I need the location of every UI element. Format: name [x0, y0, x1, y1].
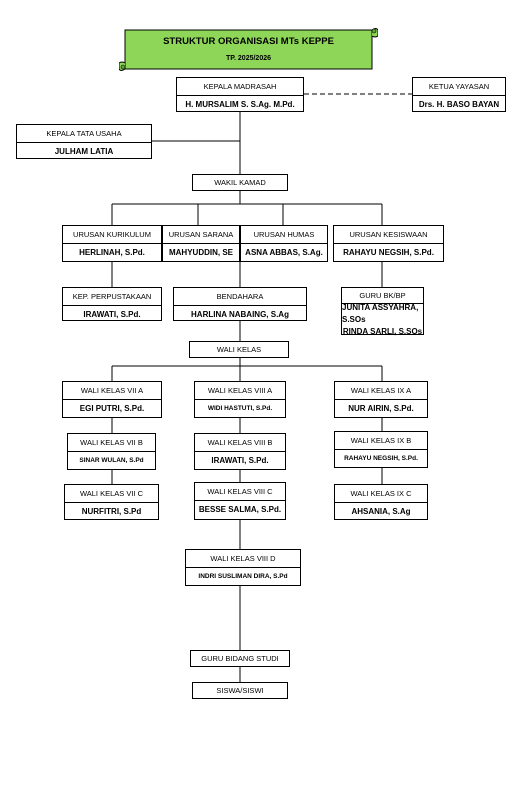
wali-vii-b-role: WALI KELAS VII B	[68, 434, 155, 452]
bendahara-box: BENDAHARA HARLINA NABAING, S.Ag	[173, 287, 307, 321]
wali-vii-b-name: SINAR WULAN, S.Pd	[79, 457, 144, 464]
wali-viii-a-box: WALI KELAS VIII A WIDI HASTUTI, S.Pd.	[194, 381, 286, 418]
guru-bk-role: GURU BK/BP	[342, 288, 423, 304]
wali-viii-b-role: WALI KELAS VIII B	[195, 434, 285, 452]
urusan-kesiswaan-role: URUSAN KESISWAAN	[334, 226, 443, 244]
wali-vii-c-box: WALI KELAS VII C NURFITRI, S.Pd	[64, 484, 159, 520]
ketua-yayasan-box: KETUA YAYASAN Drs. H. BASO BAYAN	[412, 77, 506, 112]
ketua-yayasan-role: KETUA YAYASAN	[413, 78, 505, 96]
wali-viii-c-name: BESSE SALMA, S.Pd.	[198, 505, 282, 514]
kepala-tata-usaha-box: KEPALA TATA USAHA JULHAM LATIA	[16, 124, 152, 159]
urusan-humas-name: ASNA ABBAS, S.Ag.	[245, 248, 323, 257]
wali-ix-b-role: WALI KELAS IX B	[335, 432, 427, 450]
urusan-sarana-role: URUSAN SARANA	[163, 226, 239, 244]
wali-viii-d-name: INDRI SUSLIMAN DIRA, S.Pd	[198, 573, 288, 580]
wali-vii-c-role: WALI KELAS VII C	[65, 485, 158, 503]
urusan-kurikulum-role: URUSAN KURIKULUM	[63, 226, 161, 244]
chart-period: TP. 2025/2026	[225, 55, 272, 62]
title-banner	[119, 26, 378, 73]
kepala-tata-usaha-name: JULHAM LATIA	[54, 147, 114, 156]
urusan-kesiswaan-box: URUSAN KESISWAAN RAHAYU NEGSIH, S.Pd.	[333, 225, 444, 262]
urusan-sarana-name: MAHYUDDIN, SE	[168, 248, 233, 257]
wali-ix-a-role: WALI KELAS IX A	[335, 382, 427, 400]
urusan-kesiswaan-name: RAHAYU NEGSIH, S.Pd.	[343, 248, 434, 257]
wali-ix-b-name: RAHAYU NEGSIH, S.Pd.	[344, 455, 418, 462]
bendahara-name: HARLINA NABAING, S.Ag	[191, 310, 289, 319]
kepala-madrasah-box: KEPALA MADRASAH H. MURSALIM S. S.Ag. M.P…	[176, 77, 304, 112]
bendahara-role: BENDAHARA	[174, 288, 306, 306]
wali-vii-a-role: WALI KELAS VII A	[63, 382, 161, 400]
wali-ix-c-box: WALI KELAS IX C AHSANIA, S.Ag	[334, 484, 428, 520]
kepala-madrasah-name: H. MURSALIM S. S.Ag. M.Pd.	[185, 100, 295, 109]
wali-viii-a-role: WALI KELAS VIII A	[195, 382, 285, 400]
wali-viii-c-role: WALI KELAS VIII C	[195, 483, 285, 501]
wali-viii-c-box: WALI KELAS VIII C BESSE SALMA, S.Pd.	[194, 482, 286, 520]
kepala-tata-usaha-role: KEPALA TATA USAHA	[17, 125, 151, 143]
wali-ix-b-box: WALI KELAS IX B RAHAYU NEGSIH, S.Pd.	[334, 431, 428, 468]
guru-bk-name-1: JUNITA ASSYAHRA, S.SOs	[342, 303, 419, 324]
wali-viii-d-role: WALI KELAS VIII D	[186, 550, 300, 568]
kepala-madrasah-role: KEPALA MADRASAH	[177, 78, 303, 96]
chart-title: STRUKTUR ORGANISASI MTs KEPPE	[163, 36, 334, 47]
kep-perpustakaan-name: IRAWATI, S.Pd.	[83, 310, 141, 319]
wali-viii-b-box: WALI KELAS VIII B IRAWATI, S.Pd.	[194, 433, 286, 470]
urusan-kurikulum-name: HERLINAH, S.Pd.	[79, 248, 145, 257]
kep-perpustakaan-role: KEP. PERPUSTAKAAN	[63, 288, 161, 306]
urusan-sarana-box: URUSAN SARANA MAHYUDDIN, SE	[162, 225, 240, 262]
wali-vii-a-name: EGI PUTRI, S.Pd.	[79, 404, 145, 413]
wali-kelas-box: WALI KELAS	[189, 341, 289, 358]
wali-ix-c-name: AHSANIA, S.Ag	[351, 507, 411, 516]
guru-bk-box: GURU BK/BP JUNITA ASSYAHRA, S.SOs RINDA …	[341, 287, 424, 336]
wali-viii-b-name: IRAWATI, S.Pd.	[211, 456, 269, 465]
urusan-humas-box: URUSAN HUMAS ASNA ABBAS, S.Ag.	[240, 225, 328, 262]
wakil-kamad-box: WAKIL KAMAD	[192, 174, 288, 191]
wali-ix-a-box: WALI KELAS IX A NUR AIRIN, S.Pd.	[334, 381, 428, 418]
ketua-yayasan-name: Drs. H. BASO BAYAN	[418, 100, 500, 109]
wali-vii-b-box: WALI KELAS VII B SINAR WULAN, S.Pd	[67, 433, 156, 470]
urusan-humas-role: URUSAN HUMAS	[241, 226, 327, 244]
wali-vii-a-box: WALI KELAS VII A EGI PUTRI, S.Pd.	[62, 381, 162, 418]
urusan-kurikulum-box: URUSAN KURIKULUM HERLINAH, S.Pd.	[62, 225, 162, 262]
wali-ix-c-role: WALI KELAS IX C	[335, 485, 427, 503]
wali-viii-d-box: WALI KELAS VIII D INDRI SUSLIMAN DIRA, S…	[185, 549, 301, 586]
kep-perpustakaan-box: KEP. PERPUSTAKAAN IRAWATI, S.Pd.	[62, 287, 162, 321]
siswa-box: SISWA/SISWI	[192, 682, 288, 699]
guru-bidang-studi-box: GURU BIDANG STUDI	[190, 650, 290, 667]
wali-vii-c-name: NURFITRI, S.Pd	[81, 507, 142, 516]
guru-bk-name-2: RINDA SARLI, S.SOs	[342, 327, 423, 336]
wali-viii-a-name: WIDI HASTUTI, S.Pd.	[207, 405, 273, 412]
wali-ix-a-name: NUR AIRIN, S.Pd.	[348, 404, 414, 413]
scroll-banner-icon	[119, 28, 378, 71]
guru-bk-names: JUNITA ASSYAHRA, S.SOs RINDA SARLI, S.SO…	[342, 303, 423, 336]
